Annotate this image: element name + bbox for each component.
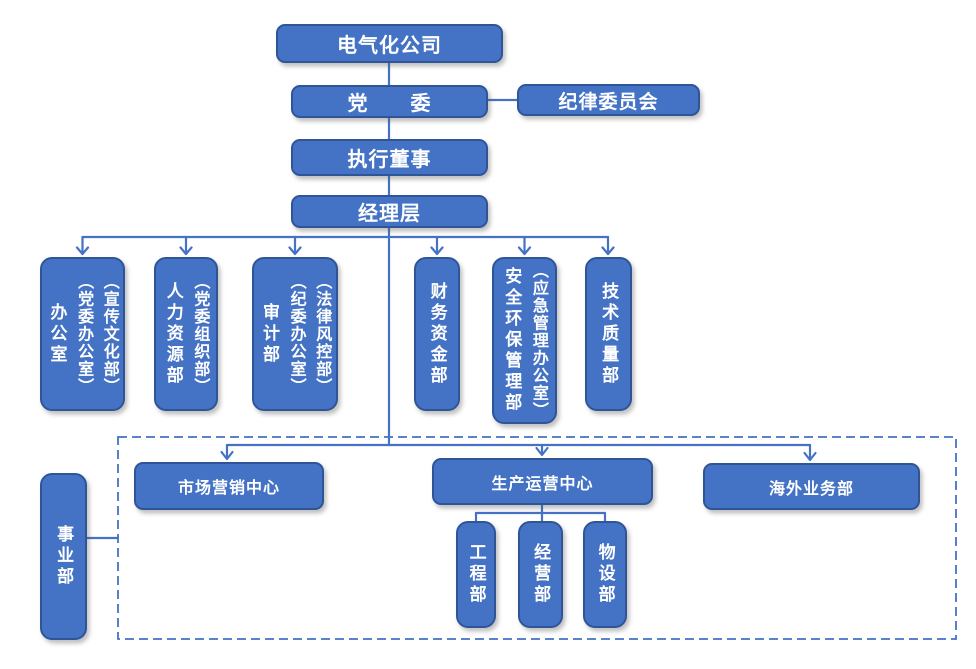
- label-column: （宣传文化部）: [100, 272, 118, 396]
- node-label: 经理层: [358, 203, 421, 225]
- node-label: 生产运营中心: [491, 475, 594, 493]
- node-business-division[interactable]: 事业部: [40, 473, 87, 640]
- node-dept-safety-environment[interactable]: 安全环保管理部 （应急管理办公室）: [492, 257, 557, 424]
- label-column: 财务资金部: [427, 281, 447, 387]
- label-column: 经营部: [531, 543, 551, 606]
- node-company-root[interactable]: 电气化公司: [276, 24, 503, 63]
- node-materials-equipment-dept[interactable]: 物设部: [583, 521, 627, 628]
- node-engineering-dept[interactable]: 工程部: [456, 521, 496, 628]
- label-column: （纪委办公室）: [287, 272, 305, 396]
- node-party-committee[interactable]: 党 委: [291, 85, 488, 118]
- node-label: 技术质量部: [595, 259, 622, 409]
- node-discipline-committee[interactable]: 纪律委员会: [517, 84, 700, 116]
- label-column: 物设部: [595, 543, 615, 606]
- label-column: （党委组织部）: [191, 272, 209, 396]
- node-management-layer[interactable]: 经理层: [291, 195, 488, 228]
- node-operation-dept[interactable]: 经营部: [518, 521, 563, 628]
- node-label: 财务资金部: [423, 259, 450, 409]
- node-marketing-center[interactable]: 市场营销中心: [134, 462, 324, 510]
- node-label: 办公室 （党委办公室） （宣传文化部）: [43, 259, 121, 409]
- node-label: 人力资源部 （党委组织部）: [160, 259, 213, 409]
- label-column: （党委办公室）: [75, 272, 93, 396]
- node-label: 安全环保管理部 （应急管理办公室）: [498, 259, 551, 422]
- node-production-operations-center[interactable]: 生产运营中心: [432, 458, 653, 505]
- node-dept-hr[interactable]: 人力资源部 （党委组织部）: [154, 257, 218, 411]
- label-column: 工程部: [466, 543, 486, 606]
- node-label: 物设部: [591, 523, 618, 626]
- node-dept-office[interactable]: 办公室 （党委办公室） （宣传文化部）: [40, 257, 125, 411]
- label-column: 事业部: [54, 525, 74, 588]
- label-column: 安全环保管理部: [502, 267, 522, 414]
- node-label: 经营部: [527, 523, 554, 626]
- node-executive-director[interactable]: 执行董事: [291, 139, 488, 176]
- node-label: 纪律委员会: [558, 91, 659, 113]
- label-column: 办公室: [47, 302, 67, 366]
- label-column: 审计部: [260, 302, 279, 366]
- node-dept-audit[interactable]: 审计部 （纪委办公室） （法律风控部）: [252, 257, 338, 411]
- label-column: 技术质量部: [599, 281, 619, 387]
- label-column: 人力资源部: [163, 281, 183, 387]
- node-label: 海外业务部: [768, 480, 854, 498]
- node-dept-tech-quality[interactable]: 技术质量部: [585, 257, 632, 411]
- node-label: 党 委: [347, 93, 432, 115]
- node-label: 审计部 （纪委办公室） （法律风控部）: [256, 259, 334, 409]
- node-dept-finance[interactable]: 财务资金部: [414, 257, 460, 411]
- node-label: 事业部: [50, 475, 77, 638]
- node-label: 市场营销中心: [177, 480, 280, 497]
- node-label: 工程部: [462, 523, 489, 626]
- label-column: （法律风控部）: [313, 272, 331, 396]
- node-label: 电气化公司: [337, 35, 442, 57]
- node-overseas-business-dept[interactable]: 海外业务部: [703, 463, 920, 510]
- node-label: 执行董事: [347, 149, 432, 171]
- label-column: （应急管理办公室）: [529, 261, 547, 420]
